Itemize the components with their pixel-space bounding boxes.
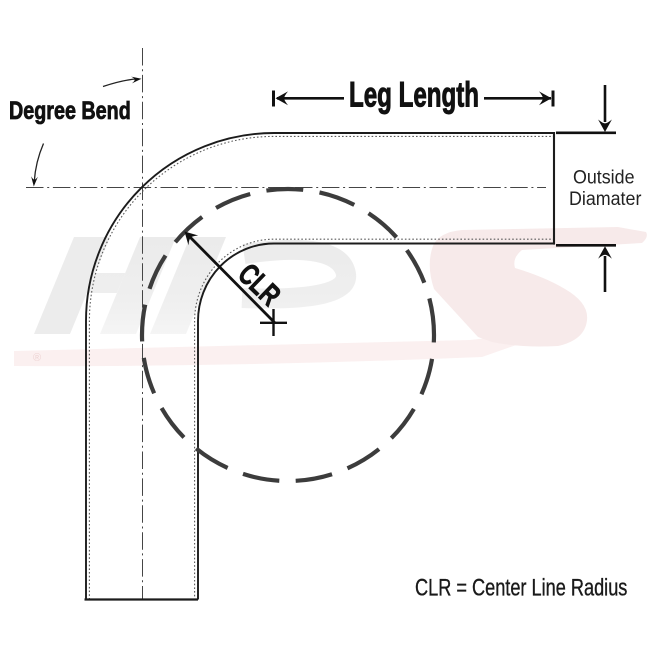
svg-text:CLR = Center Line Radius: CLR = Center Line Radius — [415, 574, 627, 601]
svg-text:®: ® — [33, 352, 41, 364]
svg-text:Leg Length: Leg Length — [349, 76, 479, 114]
svg-text:Degree Bend: Degree Bend — [9, 97, 131, 125]
svg-text:Diamater: Diamater — [569, 187, 641, 209]
svg-text:Outside: Outside — [573, 166, 635, 188]
